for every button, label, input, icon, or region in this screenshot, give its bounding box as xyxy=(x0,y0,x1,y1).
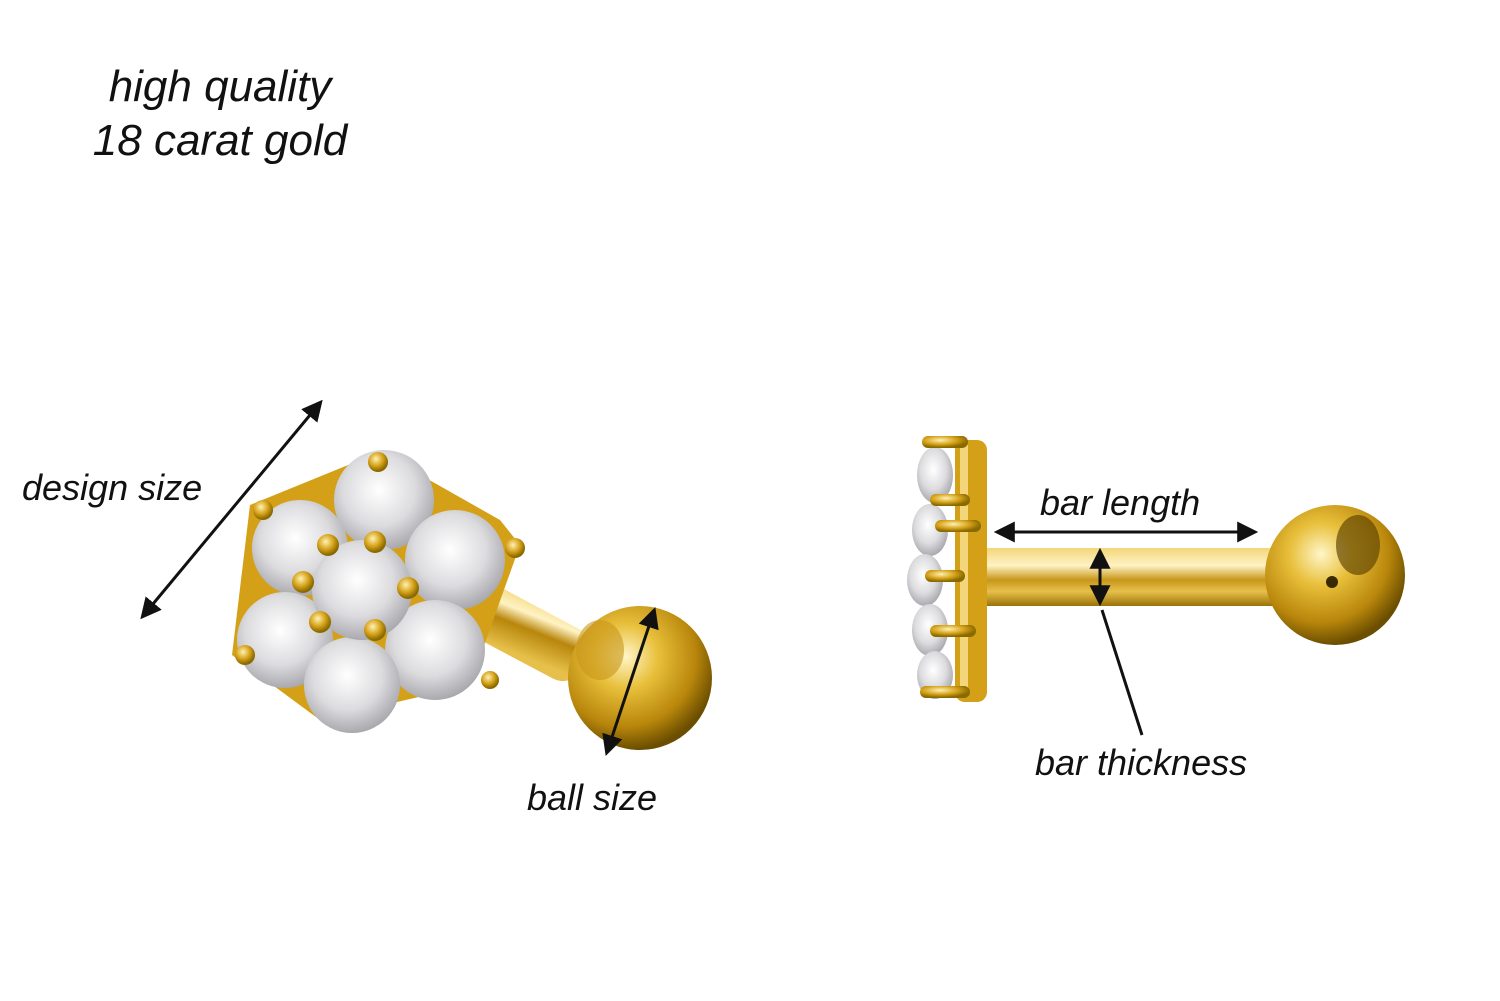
headline: high quality 18 carat gold xyxy=(80,60,360,168)
bar-thickness-leader-line xyxy=(1100,609,1144,736)
flower-earring-front-view xyxy=(232,450,712,750)
flower-earring-side-view xyxy=(907,436,1405,702)
ball-size-label: ball size xyxy=(527,777,658,818)
bar-length-label: bar length xyxy=(1040,482,1201,523)
bar-thickness-label: bar thickness xyxy=(1035,742,1248,783)
design-size-arrow xyxy=(140,399,323,620)
headline-line-2: 18 carat gold xyxy=(92,116,348,165)
headline-line-1: high quality xyxy=(108,62,332,111)
ball-size-arrow xyxy=(602,607,659,756)
design-size-label: design size xyxy=(22,467,203,508)
